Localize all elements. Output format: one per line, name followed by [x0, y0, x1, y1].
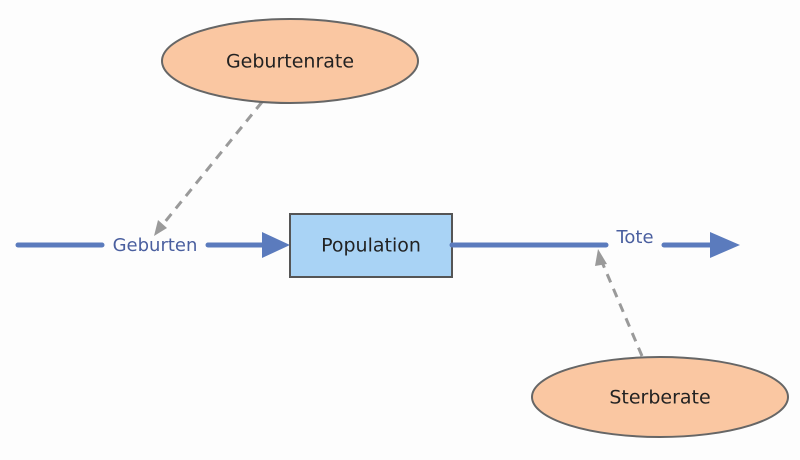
population-label: Population [321, 235, 421, 257]
population-stock[interactable] [289, 213, 453, 278]
inflow-label: Geburten [113, 235, 198, 256]
birth-rate-label: Geburtenrate [226, 51, 354, 73]
birth-rate-dependency-link [158, 101, 264, 229]
death-rate-dependency-arrowhead [595, 249, 607, 266]
outflow-arrowhead [710, 232, 740, 258]
death-rate-label: Sterberate [609, 387, 710, 409]
death-rate-converter[interactable] [531, 356, 789, 438]
birth-rate-dependency-arrowhead [154, 220, 167, 236]
inflow-arrowhead [262, 232, 290, 258]
death-rate-dependency-link [600, 261, 644, 357]
birth-rate-converter[interactable] [161, 18, 419, 104]
outflow-label: Tote [615, 227, 653, 248]
